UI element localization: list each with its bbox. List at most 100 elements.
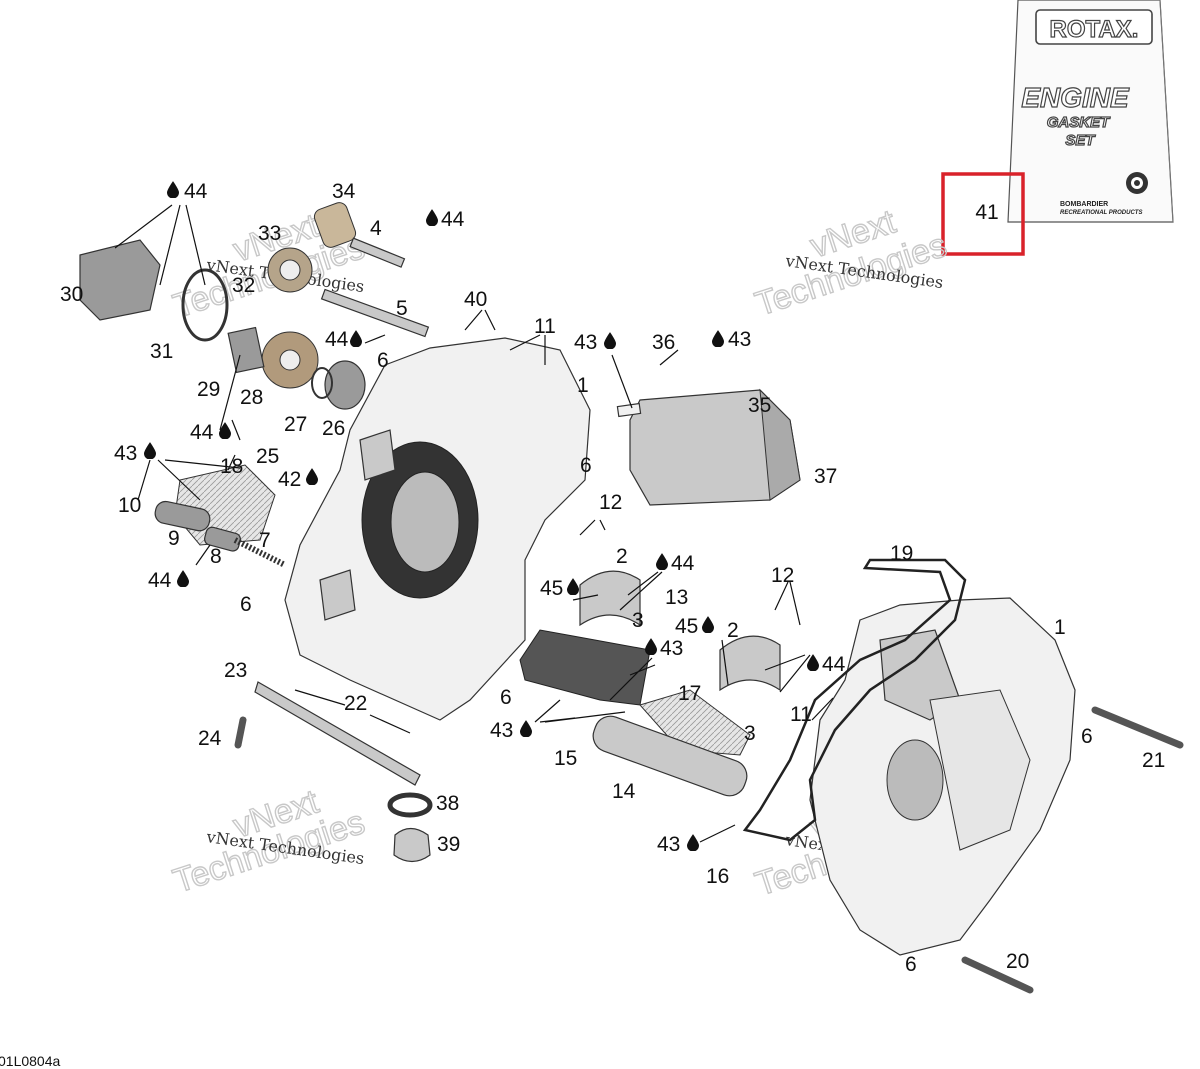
callout-44f: 44 [671,552,695,575]
callout-43e: 43 [490,719,513,742]
leader-lines [114,204,834,843]
callout-42: 42 [278,468,301,491]
callout-40: 40 [464,288,487,311]
callout-6d: 6 [500,686,512,709]
callout-29: 29 [197,378,220,401]
maker-line1: BOMBARDIER [1060,201,1108,208]
watermark-top-right: vNext Technologies vNext Technologies [750,202,952,325]
oil-drop-icon [520,720,532,737]
callout-6e: 6 [1081,725,1093,748]
oil-drop-icon [350,330,362,347]
oil-drop-icon [426,209,438,226]
callout-24: 24 [198,727,222,750]
gasket-line2: GASKET [1047,114,1111,131]
callout-45a: 45 [540,577,563,600]
bombardier-seal [1126,172,1148,194]
callout-11a: 11 [534,315,556,338]
callout-43d: 43 [660,637,683,660]
callout-4: 4 [370,217,382,240]
callout-11b: 11 [790,703,812,726]
callout-12b: 12 [771,564,794,587]
callout-16: 16 [706,865,729,888]
right-crankcase-part [809,597,1076,956]
callout-25: 25 [256,445,279,468]
shaft-5-part [320,288,430,338]
callout-44e: 44 [148,569,172,592]
oil-drop-icon [712,330,724,347]
callout-45b: 45 [675,615,698,638]
left-crankcase-part [284,337,591,721]
gasket-line3: SET [1065,132,1096,149]
callout-17: 17 [678,682,701,705]
oil-pump-part [154,464,287,568]
shaft-4-part [349,237,406,268]
gasket-set-box: ROTAX. ENGINE GASKET SET BOMBARDIER RECR… [1007,0,1174,223]
callout-6a: 6 [377,349,389,372]
callout-18: 18 [220,455,243,478]
callout-44a: 44 [184,180,208,203]
callout-10: 10 [118,494,141,517]
callout-37: 37 [814,465,837,488]
bearing-shells-part [579,570,781,692]
callout-43f: 43 [657,833,680,856]
highlight-frame [941,172,1025,256]
callout-1a: 1 [577,374,589,397]
watermark-bottom-left: vNext Technologies vNext Technologies [168,782,370,902]
callout-34: 34 [332,180,356,203]
rotax-logo: ROTAX. [1050,16,1139,43]
oil-drop-icon [702,616,714,633]
callout-36: 36 [652,331,675,354]
callout-15: 15 [554,747,577,770]
callout-3a: 3 [632,609,644,632]
callout-20: 20 [1006,950,1029,973]
oil-strainer-part [519,629,651,706]
callout-30: 30 [60,283,83,306]
callout-44b: 44 [441,208,465,231]
callout-5: 5 [396,297,408,320]
gear-cluster-part [79,202,366,410]
callout-3b: 3 [744,722,756,745]
callout-43b: 43 [728,328,751,351]
callout-22: 22 [344,692,367,715]
callout-44g: 44 [822,653,846,676]
callout-23: 23 [224,659,247,682]
callout-19: 19 [890,542,913,565]
callout-38: 38 [436,792,459,815]
oil-drop-icon [306,468,318,485]
callout-35: 35 [748,394,771,417]
callout-8: 8 [210,545,222,568]
callout-27: 27 [284,413,307,436]
callout-39: 39 [437,833,460,856]
callout-43a: 43 [574,331,597,354]
callout-7: 7 [259,529,271,552]
callout-labels: 1 1 2 2 3 3 4 5 6 6 6 6 6 6 7 8 9 10 11 … [60,180,1165,976]
bolt-20-part [961,956,1034,994]
bolt-21-part [1091,706,1184,749]
callout-28: 28 [240,386,263,409]
callout-14: 14 [612,780,636,803]
maker-line2: RECREATIONAL PRODUCTS [1060,210,1142,216]
callout-2a: 2 [616,545,628,568]
callout-32: 32 [232,274,255,297]
ring-38-part [387,792,433,818]
callout-1b: 1 [1054,616,1066,639]
starter-motor-part [616,388,801,506]
callout-9: 9 [168,527,180,550]
callout-2b: 2 [727,619,739,642]
callout-12a: 12 [599,491,622,514]
callout-33: 33 [258,222,281,245]
oil-drop-icon [167,181,179,198]
drawing-reference: 01L0804a [0,1053,61,1069]
bolt-24-part [234,716,247,749]
gasket-line1: ENGINE [1021,82,1130,113]
callout-44d: 44 [190,421,214,444]
callout-6f: 6 [905,953,917,976]
oil-drop-icon [656,553,668,570]
oil-drop-icon [604,332,616,349]
callout-13: 13 [665,586,688,609]
oil-drop-icon [645,638,657,655]
callout-41: 41 [975,201,998,224]
oil-drop-icon [177,570,189,587]
dipstick-part [254,681,421,786]
